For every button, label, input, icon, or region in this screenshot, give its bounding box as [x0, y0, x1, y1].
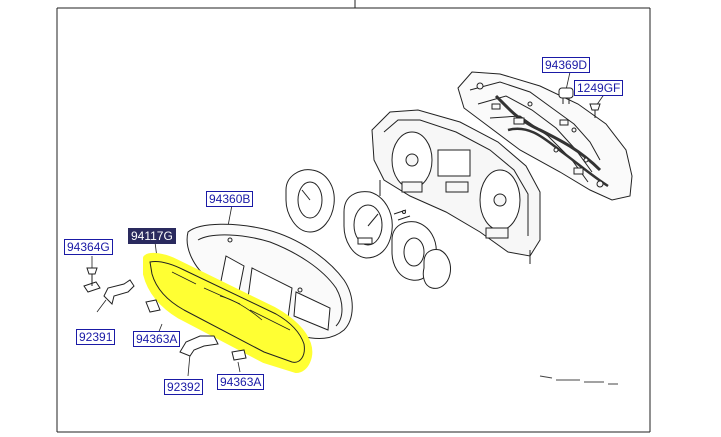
bracket-92392	[179, 335, 219, 357]
scan-marks	[539, 375, 618, 385]
screw-1249GF	[589, 103, 601, 118]
part-label-92391[interactable]: 92391	[76, 329, 116, 345]
part-label-94363A-lower[interactable]: 94363A	[217, 374, 265, 390]
diagram-frame	[56, 0, 651, 433]
part-label-94363A-upper[interactable]: 94363A	[133, 331, 181, 347]
part-label-92392[interactable]: 92392	[164, 379, 204, 395]
rear-case-94369D	[457, 71, 633, 201]
part-label-94364G[interactable]: 94364G	[64, 239, 113, 255]
clip-94363A-lower	[231, 349, 247, 361]
housing	[371, 109, 541, 264]
part-label-94117G[interactable]: 94117G	[128, 228, 176, 244]
part-label-1249GF[interactable]: 1249GF	[574, 80, 624, 96]
facia-bezel-94117G	[143, 252, 313, 373]
screw-94364G	[86, 267, 98, 286]
part-label-94369D[interactable]: 94369D	[542, 57, 591, 73]
bulb-94369D	[558, 87, 574, 104]
part-label-94360B[interactable]: 94360B	[206, 191, 254, 207]
bracket-92391	[83, 279, 135, 305]
clip-94363A-upper	[145, 299, 161, 313]
gauge-faces	[285, 169, 451, 289]
